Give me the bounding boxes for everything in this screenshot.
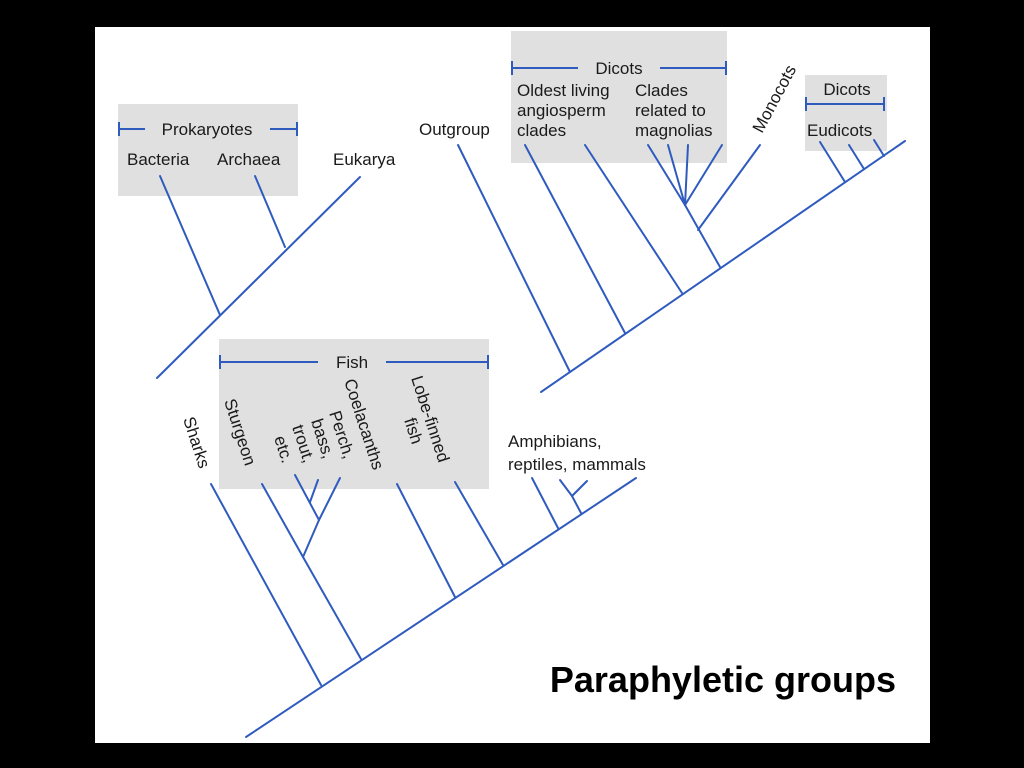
dicots-label-2: Dicots — [823, 80, 870, 99]
taxon-bacteria: Bacteria — [127, 150, 190, 169]
branch-amphibians — [531, 477, 559, 529]
tree-life-branches — [156, 175, 361, 379]
branch-coelacanths — [396, 483, 456, 598]
vertebrates-root-branch — [245, 477, 637, 738]
branch-reptiles-stem — [571, 495, 582, 514]
taxon-clades-line2: related to — [635, 101, 706, 120]
life-root-branch — [156, 176, 361, 379]
branch-magnolia-4 — [684, 144, 723, 206]
slide-title: Paraphyletic groups — [549, 659, 896, 700]
branch-magnolia-3 — [684, 144, 689, 206]
dicots-shade-1 — [511, 31, 727, 163]
dicots-shade-2 — [805, 75, 887, 151]
branch-bacteria — [159, 175, 221, 316]
branch-perch-1 — [294, 474, 320, 521]
fish-shade — [219, 339, 489, 489]
branch-mammals — [571, 480, 588, 497]
branch-perch-3 — [318, 477, 341, 521]
slide: Prokaryotes Bacteria Archaea Eukarya Dic… — [95, 27, 930, 743]
taxon-eukarya: Eukarya — [333, 150, 396, 169]
branch-perch-2 — [309, 479, 319, 503]
taxon-clades-line1: Clades — [635, 81, 688, 100]
branch-lobe-finned — [454, 481, 504, 566]
taxon-monocots: Monocots — [749, 62, 800, 136]
taxon-eudicots: Eudicots — [807, 121, 872, 140]
taxon-amphibians-line2: reptiles, mammals — [508, 455, 646, 474]
branch-sturgeon-clade — [302, 556, 362, 660]
branch-eudicots-2 — [848, 144, 865, 170]
branch-reptiles — [559, 479, 573, 497]
fish-label: Fish — [336, 353, 368, 372]
prokaryotes-label: Prokaryotes — [162, 120, 253, 139]
branch-outgroup — [457, 144, 571, 373]
dicots-bracket-2 — [805, 97, 885, 111]
taxon-amphibians-line1: Amphibians, — [508, 432, 602, 451]
taxon-oldest-line3: clades — [517, 121, 566, 140]
tree-life: Prokaryotes Bacteria Archaea Eukarya — [118, 104, 396, 379]
phylogeny-diagram: Prokaryotes Bacteria Archaea Eukarya Dic… — [118, 31, 906, 738]
dicots-label-1: Dicots — [595, 59, 642, 78]
taxon-oldest-line1: Oldest living — [517, 81, 610, 100]
fish-bracket — [219, 355, 489, 369]
prokaryotes-shade — [118, 104, 298, 196]
branch-core — [684, 204, 721, 268]
plants-root-branch — [540, 140, 906, 393]
taxon-clades-line3: magnolias — [635, 121, 713, 140]
branch-perch-stem — [302, 519, 320, 558]
taxon-outgroup: Outgroup — [419, 120, 490, 139]
branch-eudicots-1 — [819, 141, 846, 183]
branch-oldest-living-2 — [584, 144, 683, 294]
branch-magnolia-2 — [667, 144, 686, 206]
tree-vertebrates: Fish Sharks Sturgeon Perch, bass, trout,… — [179, 339, 646, 738]
branch-magnolia-1 — [647, 144, 686, 206]
taxon-sharks: Sharks — [179, 414, 213, 470]
tree-vertebrates-branches — [210, 474, 637, 738]
branch-archaea — [254, 175, 286, 248]
branch-sharks — [210, 483, 322, 686]
branch-oldest-living — [524, 144, 626, 334]
taxon-archaea: Archaea — [217, 150, 281, 169]
dicots-bracket-1 — [511, 61, 727, 75]
tree-plants-branches — [457, 139, 906, 393]
branch-sturgeon — [261, 483, 304, 558]
prokaryotes-bracket — [118, 122, 298, 136]
branch-monocots — [697, 144, 761, 231]
taxon-oldest-line2: angiosperm — [517, 101, 606, 120]
branch-eudicots-3 — [873, 139, 885, 157]
tree-plants: Dicots Dicots Outgroup Oldest living ang… — [419, 31, 906, 393]
